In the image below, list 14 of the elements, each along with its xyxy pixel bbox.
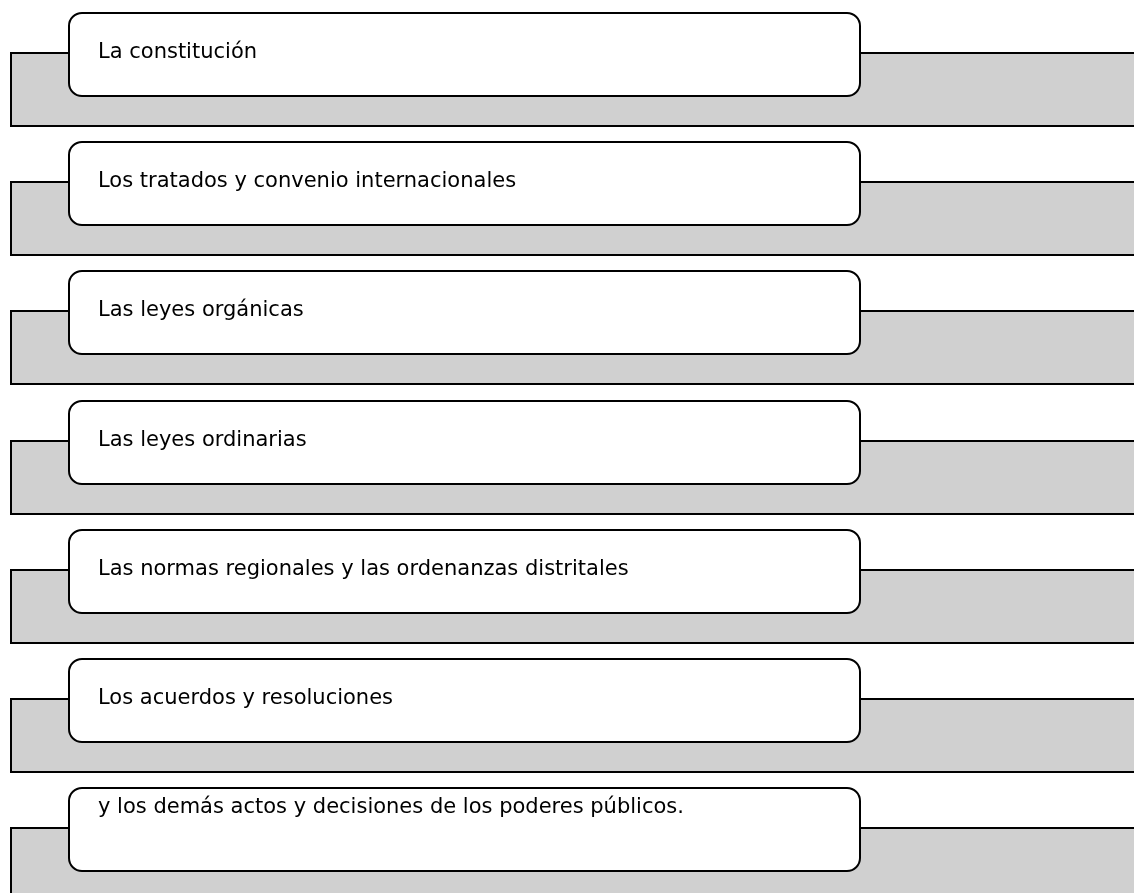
text-box bbox=[68, 528, 861, 614]
box-text: Los acuerdos y resoluciones bbox=[98, 684, 395, 711]
text-box bbox=[68, 658, 861, 743]
text-box bbox=[68, 399, 861, 485]
text-box bbox=[68, 787, 861, 873]
box-text: Los tratados y convenio internacionales bbox=[98, 167, 518, 195]
text-box bbox=[68, 270, 861, 356]
box-text: y los demás actos y decisiones de los poderes públicos. bbox=[98, 793, 685, 821]
box-text: La constitución bbox=[98, 38, 259, 65]
box-text: Las leyes ordinarias bbox=[98, 425, 308, 453]
box-text: Las normas regionales y las ordenanzas distritales bbox=[98, 554, 630, 582]
text-box bbox=[68, 141, 861, 227]
box-text: Las leyes orgánicas bbox=[98, 296, 305, 324]
text-box bbox=[68, 12, 861, 97]
